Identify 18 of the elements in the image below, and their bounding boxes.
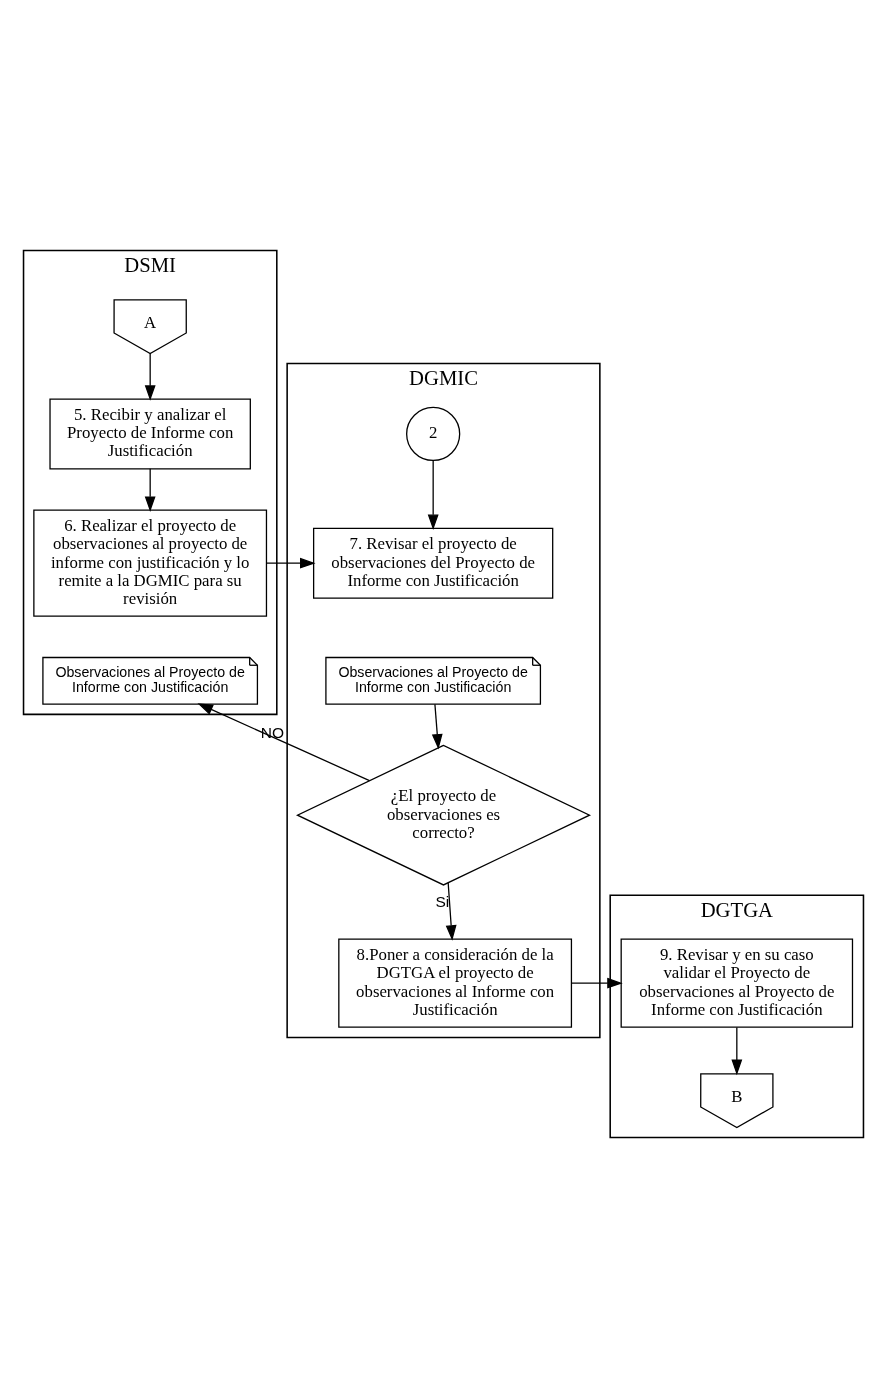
node-box: 9. Revisar y en su caso validar el Proyecto de observaciones al Proyecto de Informe con Justificación bbox=[620, 938, 854, 1028]
node-diamond: ¿El proyecto de observaciones es correcto? bbox=[296, 744, 591, 886]
arrow bbox=[144, 352, 156, 401]
edge-label: NO bbox=[260, 723, 285, 741]
arrow bbox=[144, 467, 156, 512]
node-box: 8.Poner a consideración de la DGTGA el proyecto de observaciones al Informe con Justificación bbox=[338, 938, 573, 1028]
node-circle: 2 bbox=[406, 406, 461, 461]
arrow bbox=[731, 1026, 743, 1075]
edge-label: Si bbox=[435, 892, 450, 910]
arrow bbox=[197, 702, 371, 781]
node-box: 7. Revisar el proyecto de observaciones del Proyecto de Informe con Justificación bbox=[313, 527, 554, 599]
arrow bbox=[266, 557, 316, 569]
arrow bbox=[427, 459, 439, 530]
arrow bbox=[431, 703, 443, 750]
arrow bbox=[571, 977, 623, 989]
node-box: 6. Realizar el proyecto de observaciones al proyecto de informe con justificación y lo remite a la DGMIC para su revisión bbox=[33, 509, 268, 617]
arrow bbox=[445, 881, 457, 941]
node-box: 5. Recibir y analizar el Proyecto de Informe con Justificación bbox=[49, 397, 251, 469]
